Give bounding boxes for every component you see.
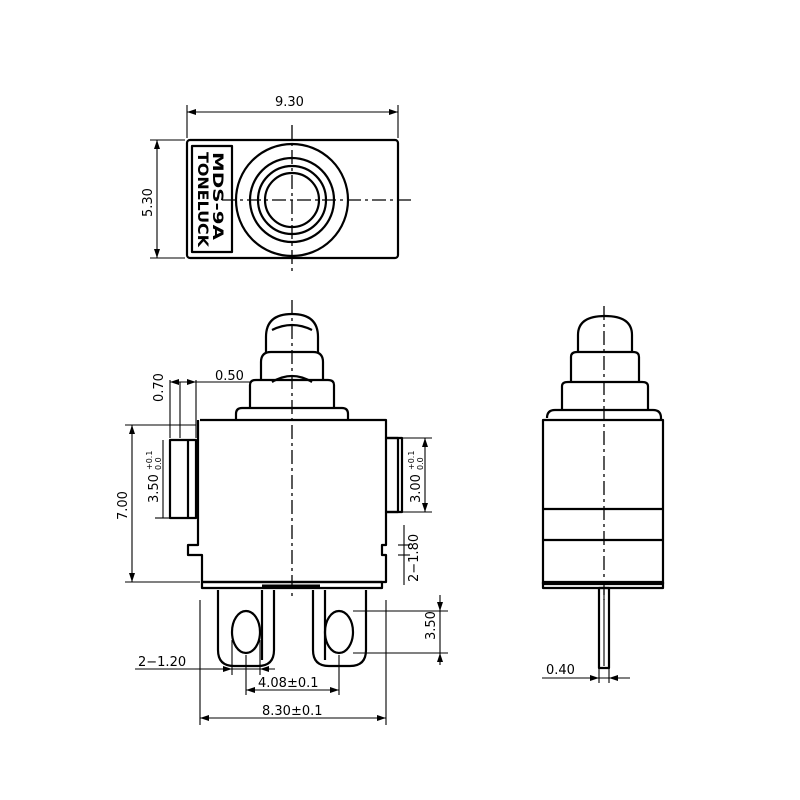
dim-right-tab-tol-up: +0.1 <box>407 451 416 470</box>
dim-plunger-offset: 0.70 <box>152 373 167 402</box>
dim-left-tab-tol-dn: 0.0 <box>154 457 163 470</box>
dim-terminal-len: 3.50 <box>424 611 439 640</box>
dim-left-tab-tol-up: +0.1 <box>145 451 154 470</box>
dim-overall-width: 8.30±0.1 <box>262 704 323 719</box>
dim-height-top: 5.30 <box>141 188 156 217</box>
dim-right-tab: 3.00 <box>409 474 424 503</box>
front-view: 0.50 0.70 7.00 3.50 +0.1 0.0 3.00 +0.1 0… <box>116 300 448 725</box>
dim-body-height: 7.00 <box>116 491 131 520</box>
dim-terminal-pitch: 4.08±0.1 <box>258 676 319 691</box>
brand-label: TONELUCK <box>194 152 210 248</box>
dim-terminal-thickness: 0.40 <box>546 663 575 678</box>
dim-mount-holes: 2−1.80 <box>407 534 422 582</box>
top-view: TONELUCK MDS-9A 9.30 5.30 <box>141 95 415 272</box>
dim-terminal-holes: 2−1.20 <box>138 655 186 670</box>
dim-right-tab-tol-dn: 0.0 <box>416 457 425 470</box>
dim-left-tab: 3.50 <box>147 474 162 503</box>
dim-width-top: 9.30 <box>275 95 304 110</box>
model-label: MDS-9A <box>209 152 225 240</box>
side-view: 0.40 <box>541 306 665 683</box>
dim-plunger-gap: 0.50 <box>215 369 244 384</box>
